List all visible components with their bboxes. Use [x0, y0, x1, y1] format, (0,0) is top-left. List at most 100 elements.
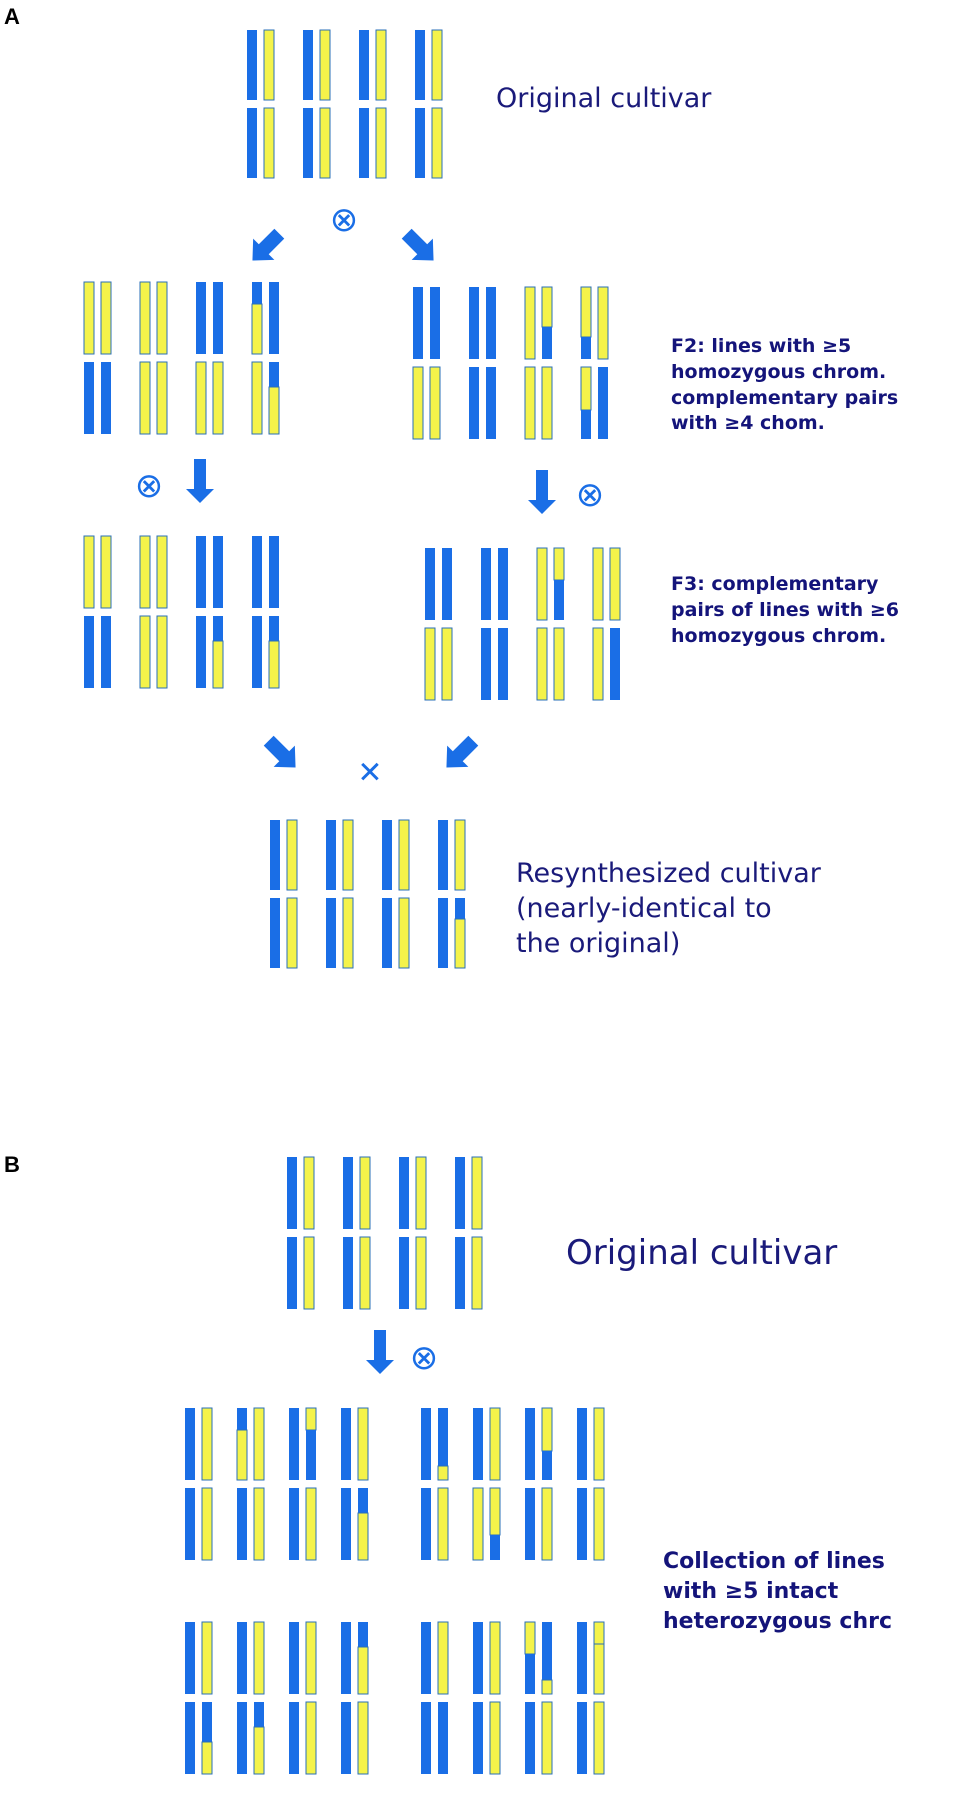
- chromosome-122: [201, 1487, 213, 1561]
- chromosome-134-top: [541, 1407, 553, 1452]
- chromosome-60: [156, 615, 168, 689]
- chromosome-162: [437, 1621, 449, 1695]
- chromosome-117: [289, 1408, 299, 1480]
- chromosome-92: [342, 897, 354, 969]
- arrow-down-right-a1: [401, 228, 434, 261]
- chromosome-70-top: [553, 547, 565, 581]
- chromosome-19: [139, 281, 151, 355]
- chromosome-72: [609, 547, 621, 621]
- f3-label-line-2: pairs of lines with ≥6: [671, 598, 899, 621]
- chromosome-140-top: [489, 1487, 501, 1536]
- chromosome-62-top: [213, 616, 223, 641]
- chromosome-137: [421, 1488, 431, 1560]
- chromosome-131: [473, 1408, 483, 1480]
- chromosome-73: [424, 627, 436, 701]
- chromosome-164: [489, 1621, 501, 1695]
- chromosome-54: [213, 536, 223, 608]
- arrow-down-a2: [528, 470, 556, 514]
- chromosome-175: [577, 1702, 587, 1774]
- chromosome-75: [481, 628, 491, 700]
- self-symbol-a1: ⊗: [330, 200, 359, 240]
- chromosome-97: [287, 1157, 297, 1229]
- chromosome-105: [287, 1237, 297, 1309]
- chromosome-79: [592, 627, 604, 701]
- f2-label-line-1: F2: lines with ≥5: [671, 335, 852, 357]
- chromosome-118-top: [305, 1407, 317, 1431]
- chromosome-83: [326, 820, 336, 890]
- chromosome-53: [196, 536, 206, 608]
- chromosome-2: [263, 29, 275, 101]
- chromosome-86: [398, 819, 410, 891]
- chromosome-140-bottom: [490, 1535, 500, 1560]
- chromosome-171: [473, 1702, 483, 1774]
- chromosome-104: [471, 1156, 483, 1230]
- chromosome-3: [303, 30, 313, 100]
- f2-label-line-4: with ≥4 chom.: [671, 412, 825, 435]
- chromosome-14: [375, 107, 387, 179]
- chromosome-107: [343, 1237, 353, 1309]
- chromosome-123: [237, 1488, 247, 1560]
- chromosome-31: [251, 361, 263, 435]
- original-cultivar-label-a: Original cultivar: [496, 83, 712, 114]
- chromosome-55: [252, 536, 262, 608]
- chromosome-151: [341, 1622, 351, 1694]
- self-symbol-a3: ⊗: [576, 475, 605, 515]
- chromosome-29: [195, 361, 207, 435]
- original-cultivar-label-b: Original cultivar: [566, 1233, 838, 1273]
- chromosome-46: [541, 366, 553, 440]
- collection-label: Collection of lines with ≥5 intact heter…: [663, 1547, 903, 1637]
- chromosome-170-bottom: [438, 1745, 448, 1774]
- arrow-down-a1: [186, 459, 214, 503]
- chromosome-176: [593, 1701, 605, 1775]
- chromosome-167: [577, 1622, 587, 1694]
- chromosome-169: [421, 1702, 431, 1774]
- chromosome-128-top: [358, 1488, 368, 1513]
- chromosome-63: [252, 616, 262, 688]
- chromosome-94: [398, 897, 410, 969]
- resynthesized-label: Resynthesized cultivar (nearly-identical…: [516, 856, 821, 961]
- chromosome-27: [139, 361, 151, 435]
- chromosome-39-top: [580, 286, 592, 338]
- chromosome-115-top: [237, 1408, 247, 1430]
- chromosome-8: [431, 29, 443, 101]
- chromosome-39-bottom: [581, 337, 591, 359]
- chromosome-50: [100, 535, 112, 609]
- chromosome-126: [305, 1487, 317, 1561]
- chromosome-56: [269, 536, 279, 608]
- f2-label: F2: lines with ≥5 homozygous chrom. comp…: [671, 334, 898, 437]
- chromosome-7: [415, 30, 425, 100]
- chromosome-138: [437, 1487, 449, 1561]
- chromosome-166-top: [542, 1622, 552, 1680]
- chromosome-141: [525, 1488, 535, 1560]
- f2-label-line-3: complementary pairs: [671, 386, 899, 409]
- chromosome-61: [196, 616, 206, 688]
- chromosome-15: [415, 108, 425, 178]
- chromosome-49: [83, 535, 95, 609]
- chromosome-98: [303, 1156, 315, 1230]
- chromosome-116: [253, 1407, 265, 1481]
- chromosome-110: [415, 1236, 427, 1310]
- chromosome-128-bottom: [357, 1512, 369, 1561]
- chromosome-23-bottom: [251, 303, 263, 355]
- chromosome-91: [326, 898, 336, 968]
- chromosome-129: [421, 1408, 431, 1480]
- chromosome-81: [270, 820, 280, 890]
- chromosome-52: [156, 535, 168, 609]
- chromosome-34: [430, 287, 440, 359]
- chromosome-70-bottom: [554, 580, 564, 620]
- chromosome-106: [303, 1236, 315, 1310]
- chromosome-57: [84, 616, 94, 688]
- chromosome-64-top: [269, 616, 279, 641]
- chromosome-89: [270, 898, 280, 968]
- chromosome-6: [375, 29, 387, 101]
- chromosome-173: [525, 1702, 535, 1774]
- chromosome-26: [101, 362, 111, 434]
- chromosome-35: [469, 287, 479, 359]
- panel-letter-b: B: [4, 1152, 20, 1177]
- chromosome-90: [286, 897, 298, 969]
- chromosome-143: [577, 1488, 587, 1560]
- chromosome-82: [286, 819, 298, 891]
- resynthesized-label-line-3: the original): [516, 928, 681, 960]
